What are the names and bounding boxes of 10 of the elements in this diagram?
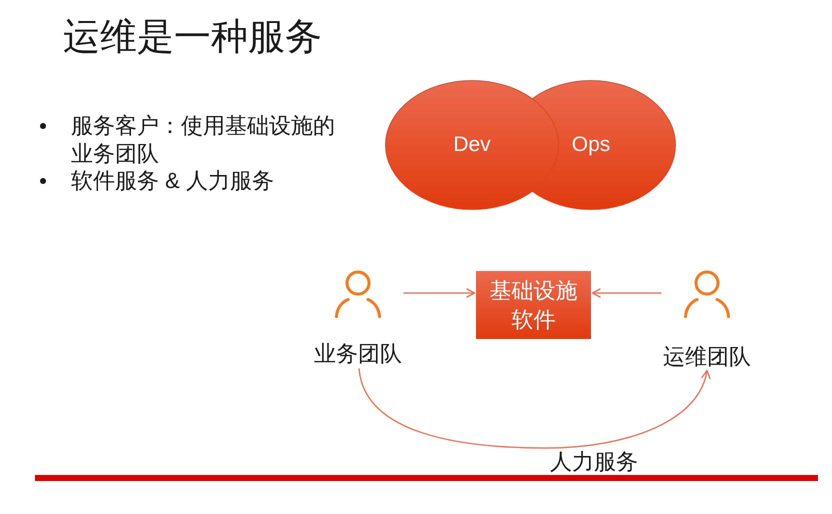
edge-label: 人力服务 [548,450,640,474]
bullet-text: 服务客户：使用基础设施的业务团队 [71,112,336,168]
title: 运维是一种服务 [63,15,322,59]
bullet-text: 软件服务 & 人力服务 [71,167,274,195]
process-box: 基础设施软件 [476,271,591,339]
arrow [358,368,710,449]
arrow [404,288,476,298]
node-label: 运维团队 [663,345,751,369]
node-label: 业务团队 [314,342,402,366]
arrow [592,288,662,298]
